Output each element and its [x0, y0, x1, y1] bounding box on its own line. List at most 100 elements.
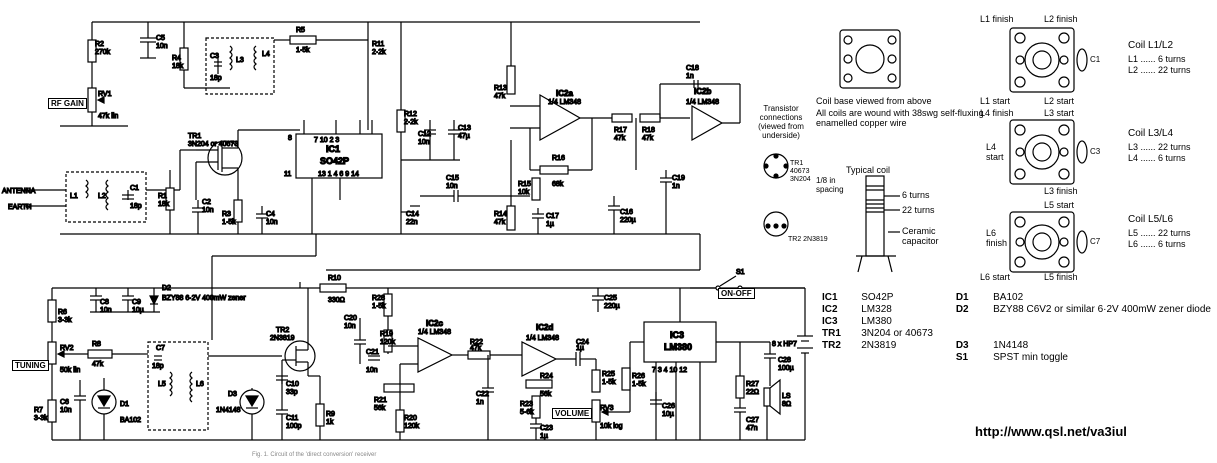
- tr2-jfet: [208, 288, 320, 384]
- label-c25-value: 220µ: [604, 303, 620, 310]
- parts-part2: [993, 316, 1217, 328]
- label-c21: C21: [366, 349, 379, 356]
- ic2b-ref: IC2b: [694, 87, 711, 96]
- d3: [239, 388, 265, 440]
- label-r22-value: 47k: [470, 345, 482, 352]
- label-r19-value: 120k: [380, 339, 396, 346]
- l4-finish: L4 finish: [980, 108, 1014, 118]
- parts-part: [861, 352, 939, 364]
- label-c8-value: 10n: [100, 307, 112, 314]
- label-tr1: TR1: [188, 133, 201, 140]
- transistor-title: Transistor connections (viewed from unde…: [758, 104, 804, 140]
- c16-c17: [532, 196, 620, 234]
- label-c26-value: 10µ: [662, 411, 674, 418]
- parts-gap: [939, 340, 956, 352]
- label-r23-value: 5·6k: [520, 409, 534, 416]
- label-r5: R5: [296, 27, 305, 34]
- label-r10: R10: [328, 275, 341, 282]
- label-c24-value: 1µ: [576, 345, 584, 352]
- parts-part: LM380: [861, 316, 892, 327]
- l5-l6-tank: [140, 341, 209, 431]
- label-c2-value: 10n: [202, 207, 214, 214]
- c6: [74, 380, 86, 440]
- ic3-pins: 7 3 4 10 12: [652, 367, 687, 374]
- label-rv1: RV1: [98, 91, 112, 98]
- parts-gap: [939, 304, 956, 316]
- label-l4: L4: [262, 51, 270, 58]
- label-c27-value: 47n: [746, 425, 758, 432]
- label-r17-value: 47k: [614, 135, 626, 142]
- turns22-label: 22 turns: [902, 205, 935, 215]
- label-c23-value: 1µ: [540, 433, 548, 440]
- label-rv1-value: 47k lin: [98, 113, 118, 120]
- source-url[interactable]: http://www.qsl.net/va3iul: [975, 424, 1127, 439]
- ic3-part: LM380: [664, 342, 692, 352]
- r26-c26: [621, 367, 662, 405]
- parts-part2: 1N4148: [993, 340, 1029, 351]
- parts-part2: BA102: [993, 292, 1024, 303]
- tr2-pin-label: TR2 2N3819: [788, 236, 828, 243]
- ic1-ref: IC1: [326, 144, 340, 154]
- label-r25: R25: [602, 371, 615, 378]
- label-r12-value: 2·2k: [404, 119, 418, 126]
- parts-ref: IC3: [822, 316, 838, 327]
- turns6-label: 6 turns: [902, 190, 930, 200]
- inter-stage-wiring: [211, 234, 701, 340]
- label-c13: C13: [458, 125, 471, 132]
- label-c1-value: 18p: [130, 203, 142, 210]
- parts-ref2: D2: [955, 304, 969, 315]
- ic2b-opamp: [659, 80, 741, 234]
- rv1-pot: [60, 78, 128, 127]
- typical-coil-drawing: [856, 175, 900, 273]
- label-c28-value: 100µ: [778, 365, 794, 372]
- ic1-pin-8: 8: [288, 135, 292, 142]
- label-r14: R14: [494, 211, 507, 218]
- parts-ref: IC1: [822, 292, 838, 303]
- label-c27: C27: [746, 417, 759, 424]
- label-c9-value: 10µ: [132, 307, 144, 314]
- typical-coil-title: Typical coil: [846, 165, 891, 175]
- label-r15-value: 10k: [518, 189, 530, 196]
- parts-gap: [939, 316, 956, 328]
- coil-l3-l4-pinout: [1009, 119, 1088, 185]
- label-r11: R11: [372, 41, 384, 48]
- parts-ref: TR2: [822, 340, 841, 351]
- label-r7: R7: [34, 407, 43, 414]
- parts-ref: TR1: [822, 328, 841, 339]
- label-c10-value: 33p: [286, 389, 298, 396]
- label-c23: C23: [540, 425, 553, 432]
- l2-start: L2 start: [1044, 96, 1075, 106]
- label-rv2: RV2: [60, 345, 74, 352]
- label-l2: L2: [98, 193, 106, 200]
- earth-label: EARTH: [8, 204, 32, 211]
- l3-l4-tank: [205, 37, 275, 95]
- label-c22: C22: [476, 391, 489, 398]
- label-r4: R4: [172, 55, 181, 62]
- label-d2: D2: [162, 285, 171, 292]
- label-d2-value: BZY88 6·2V 400mW zener: [162, 295, 246, 302]
- r6-r7-rv2: [47, 288, 65, 440]
- label-c7: C7: [156, 345, 165, 352]
- label-r3: R3: [222, 211, 231, 218]
- c3-cap-label: C3: [1090, 147, 1101, 156]
- label-c3-value: 18p: [210, 75, 222, 82]
- label-r25-value: 1·5k: [602, 379, 616, 386]
- parts-gap: [939, 328, 956, 340]
- c1-cap-label: C1: [1090, 55, 1101, 64]
- ic3-ref: IC3: [670, 330, 684, 340]
- parts-ref2: D3: [955, 340, 969, 351]
- label-c19: C19: [672, 175, 685, 182]
- label-r1-value: 18k: [158, 201, 170, 208]
- label-d3-value: 1N4148: [216, 407, 241, 414]
- label-rv3: RV3: [600, 405, 614, 412]
- c5: [140, 22, 156, 59]
- label-c2: C2: [202, 199, 211, 206]
- label-l3: L3: [236, 57, 244, 64]
- l1-start: L1 start: [980, 96, 1011, 106]
- ceramic-label: Ceramic capacitor: [902, 226, 939, 246]
- parts-ref2: D1: [955, 292, 969, 303]
- ic1-pins-top: 7 10 2 3: [314, 137, 339, 144]
- r11-r12-c12-c13: [367, 22, 460, 234]
